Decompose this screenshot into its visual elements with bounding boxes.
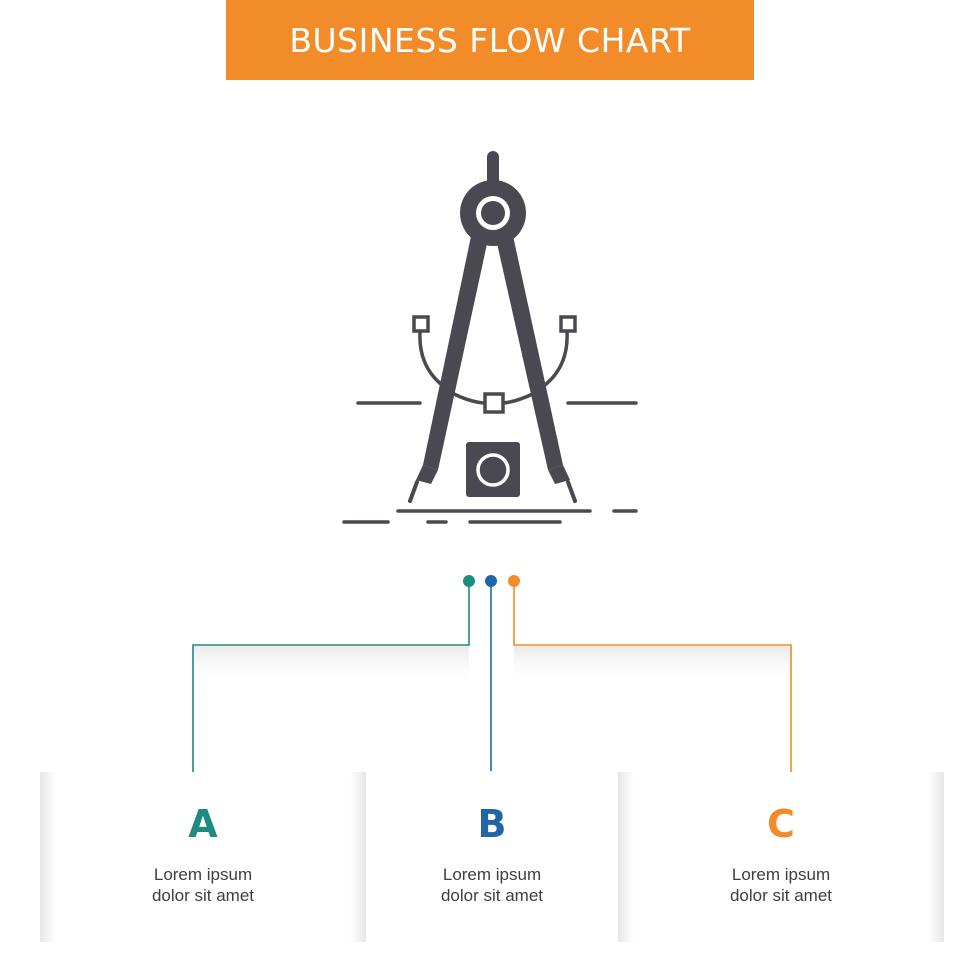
step-description-c: Lorem ipsum dolor sit amet — [618, 864, 944, 906]
connector-shadow-c — [514, 646, 792, 686]
connector-line-c — [513, 581, 792, 780]
title-banner: BUSINESS FLOW CHART — [226, 0, 754, 80]
step-card-b: B Lorem ipsum dolor sit amet — [366, 772, 618, 942]
connector-dot-b — [485, 575, 497, 587]
chart-title: BUSINESS FLOW CHART — [289, 20, 691, 60]
connector-dot-c — [508, 575, 520, 587]
step-card-c: C Lorem ipsum dolor sit amet — [618, 772, 944, 942]
connector-line-a — [192, 581, 470, 780]
step-card-a: A Lorem ipsum dolor sit amet — [40, 772, 366, 942]
drafting-compass-icon — [342, 151, 638, 524]
step-letter-b: B — [477, 802, 507, 846]
step-text-line2: dolor sit amet — [151, 886, 255, 905]
step-description-b: Lorem ipsum dolor sit amet — [366, 864, 618, 906]
connector-dot-a — [463, 575, 475, 587]
step-description-a: Lorem ipsum dolor sit amet — [40, 864, 366, 906]
step-letter-a: A — [188, 802, 218, 846]
step-text-line1: Lorem ipsum — [153, 865, 253, 884]
step-text-line2: dolor sit amet — [440, 886, 544, 905]
step-letter-c: C — [767, 802, 795, 846]
step-text-line1: Lorem ipsum — [731, 865, 831, 884]
step-text-line2: dolor sit amet — [729, 886, 833, 905]
connector-shadow-a — [193, 646, 469, 686]
step-text-line1: Lorem ipsum — [442, 865, 542, 884]
